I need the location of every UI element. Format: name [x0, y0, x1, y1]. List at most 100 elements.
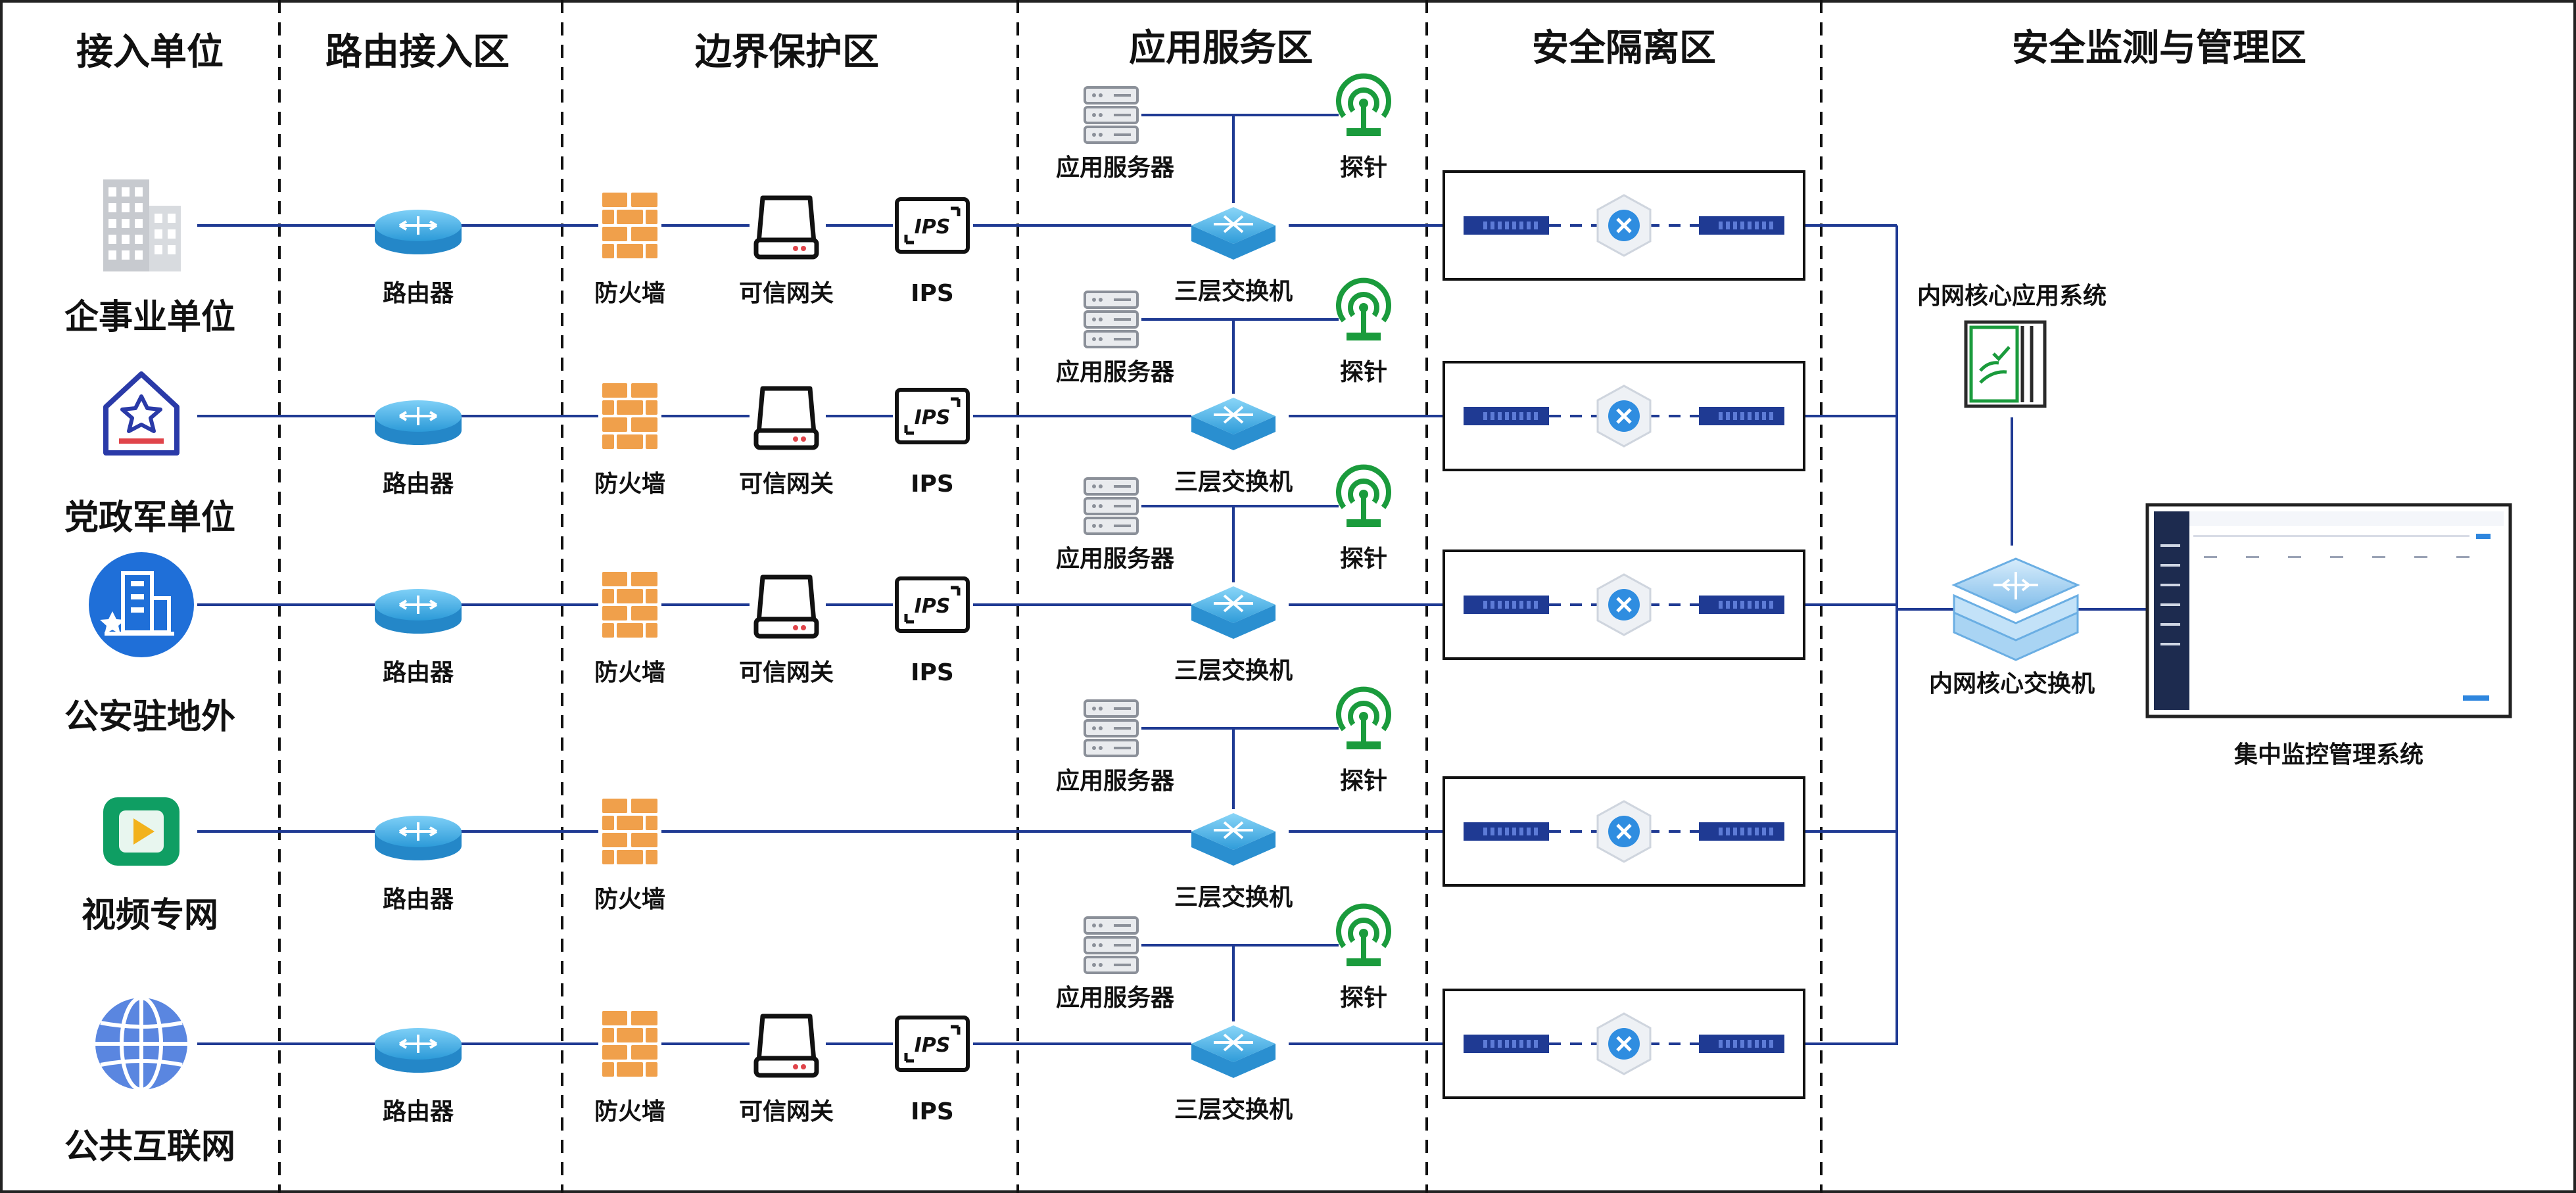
probe-label: 探针: [1340, 546, 1387, 573]
police-station-icon: [89, 552, 194, 657]
router-icon: [375, 400, 462, 445]
access-unit-label: 企事业单位: [64, 298, 235, 337]
server-icon: [1084, 916, 1139, 974]
access-unit-label: 党政军单位: [64, 498, 235, 538]
zone-title-isolation: 安全隔离区: [1532, 27, 1716, 70]
isolation-front-unit: [1464, 822, 1549, 841]
isolation-front-unit: [1464, 1035, 1549, 1053]
ips-label: IPS: [911, 1098, 954, 1125]
video-play-icon: [103, 797, 179, 866]
ips-icon-text: IPS: [915, 216, 951, 239]
ips-icon-text: IPS: [915, 1034, 951, 1057]
app-server-label: 应用服务器: [1056, 768, 1175, 795]
ips-icon: IPS: [895, 576, 970, 633]
trusted-gateway-icon: [753, 195, 819, 260]
monitoring-system-label: 集中监控管理系统: [2233, 741, 2423, 768]
isolation-device-box: [1443, 550, 1805, 660]
access-unit-label: 视频专网: [82, 896, 218, 935]
router-icon: [375, 816, 462, 860]
firewall-icon: [602, 193, 657, 258]
app-server-label: 应用服务器: [1056, 546, 1175, 573]
router-label: 路由器: [383, 280, 454, 307]
network-row: 视频专网路由器防火墙应用服务器探针三层交换机: [82, 686, 1897, 935]
trusted-gateway-label: 可信网关: [739, 471, 834, 498]
access-unit-label: 公共互联网: [64, 1127, 235, 1167]
ips-label: IPS: [911, 280, 954, 307]
probe-icon: [1336, 73, 1391, 136]
isolation-hub-icon: [1596, 800, 1652, 863]
isolation-front-unit: [1464, 407, 1549, 425]
layer3-switch-label: 三层交换机: [1174, 657, 1293, 684]
network-row: 公共互联网路由器防火墙可信网关IPSIPS应用服务器探针三层交换机: [64, 903, 1897, 1167]
firewall-icon: [602, 383, 657, 449]
network-row: 公安驻地外路由器防火墙可信网关IPSIPS应用服务器探针三层交换机: [64, 464, 1897, 737]
isolation-back-unit: [1699, 596, 1784, 614]
router-label: 路由器: [383, 886, 454, 913]
trusted-gateway-label: 可信网关: [739, 280, 834, 307]
core-switch-icon: [1951, 557, 2080, 661]
firewall-label: 防火墙: [594, 886, 665, 913]
right-bus: [1896, 225, 2147, 1045]
probe-icon: [1336, 686, 1391, 749]
layer3-switch-label: 三层交换机: [1174, 1096, 1293, 1123]
globe-icon: [95, 996, 187, 1092]
isolation-front-unit: [1464, 596, 1549, 614]
core-app-system-label: 内网核心应用系统: [1917, 283, 2107, 310]
government-house-icon: [103, 371, 179, 456]
trusted-gateway-icon: [753, 386, 819, 450]
zone-titles: 接入单位 路由接入区 边界保护区 应用服务区 安全隔离区 安全监测与管理区: [76, 27, 2306, 74]
trusted-gateway-label: 可信网关: [739, 659, 834, 686]
zone-title-boundary: 边界保护区: [695, 31, 879, 74]
layer3-switch-icon: [1191, 398, 1276, 450]
isolation-device-box: [1443, 170, 1805, 281]
firewall-icon: [602, 799, 657, 864]
trusted-gateway-label: 可信网关: [739, 1098, 834, 1125]
ips-icon-text: IPS: [915, 406, 951, 429]
isolation-front-unit: [1464, 216, 1549, 235]
building-icon: [103, 179, 181, 271]
zone-title-router-access: 路由接入区: [325, 31, 510, 74]
probe-label: 探针: [1340, 359, 1387, 386]
core-switch-label: 内网核心交换机: [1929, 670, 2095, 697]
server-icon: [1084, 86, 1139, 144]
router-label: 路由器: [383, 471, 454, 498]
layer3-switch-label: 三层交换机: [1174, 468, 1293, 496]
probe-label: 探针: [1340, 985, 1387, 1012]
firewall-label: 防火墙: [594, 471, 665, 498]
ips-icon: IPS: [895, 388, 970, 444]
ips-icon: IPS: [895, 1016, 970, 1072]
ips-icon-text: IPS: [915, 595, 951, 618]
zone-title-monitoring: 安全监测与管理区: [2012, 27, 2306, 70]
probe-icon: [1336, 464, 1391, 527]
layer3-switch-label: 三层交换机: [1174, 277, 1293, 305]
isolation-back-unit: [1699, 216, 1784, 235]
zone-dividers: [278, 0, 1823, 1193]
isolation-device-box: [1443, 361, 1805, 471]
firewall-icon: [602, 1011, 657, 1077]
isolation-hub-icon: [1596, 573, 1652, 636]
router-icon: [375, 1028, 462, 1073]
app-server-label: 应用服务器: [1056, 154, 1175, 181]
trusted-gateway-icon: [753, 574, 819, 639]
app-server-label: 应用服务器: [1056, 985, 1175, 1012]
router-label: 路由器: [383, 1098, 454, 1125]
server-icon: [1084, 291, 1139, 348]
router-icon: [375, 589, 462, 634]
app-server-label: 应用服务器: [1056, 359, 1175, 386]
router-icon: [375, 210, 462, 254]
ips-icon: IPS: [895, 197, 970, 254]
isolation-back-unit: [1699, 1035, 1784, 1053]
layer3-switch-icon: [1191, 586, 1276, 639]
isolation-hub-icon: [1596, 194, 1652, 257]
firewall-icon: [602, 572, 657, 638]
network-row: 党政军单位路由器防火墙可信网关IPSIPS应用服务器探针三层交换机: [64, 277, 1897, 538]
layer3-switch-icon: [1191, 1025, 1276, 1078]
probe-icon: [1336, 903, 1391, 966]
firewall-label: 防火墙: [594, 659, 665, 686]
ips-label: IPS: [911, 471, 954, 498]
firewall-label: 防火墙: [594, 280, 665, 307]
layer3-switch-icon: [1191, 813, 1276, 866]
probe-icon: [1336, 277, 1391, 340]
